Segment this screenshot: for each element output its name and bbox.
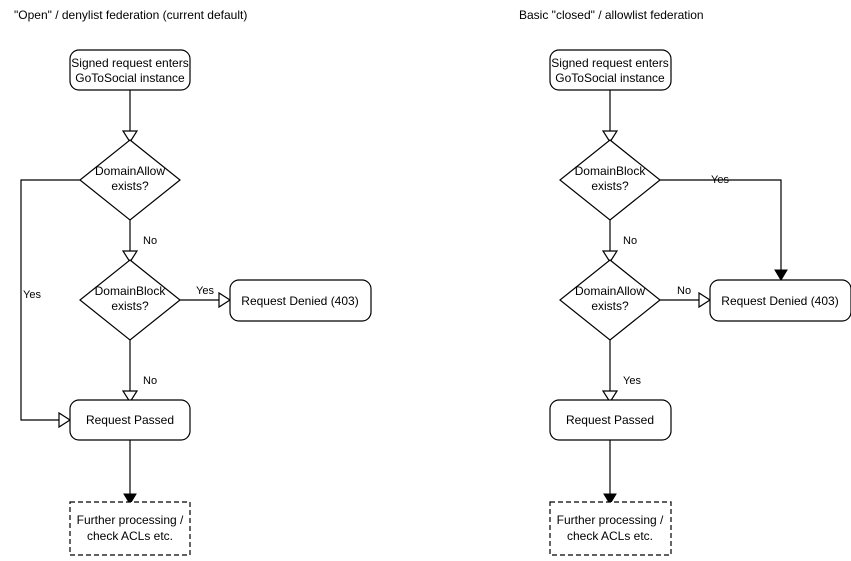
arrowhead-open-icon bbox=[121, 250, 139, 264]
edge-start-to-domainallow bbox=[121, 90, 139, 144]
node-decision-label-line1: DomainBlock bbox=[95, 284, 167, 298]
arrowhead-open-icon bbox=[218, 291, 232, 309]
node-further-processing-shape bbox=[69, 501, 191, 556]
node-decision-label-line1: DomainAllow bbox=[95, 164, 165, 178]
edge-domainblock-no: No bbox=[121, 340, 157, 404]
node-start-allowlist[interactable]: Signed request enters GoToSocial instanc… bbox=[549, 49, 672, 91]
diagram-title-allowlist: Basic "closed" / allowlist federation bbox=[519, 8, 704, 22]
node-request-passed-label: Request Passed bbox=[86, 413, 174, 427]
arrowhead-filled-icon bbox=[123, 493, 137, 505]
node-start-label-line1: Signed request enters bbox=[551, 56, 668, 70]
edge-passed-to-further-allowlist bbox=[603, 440, 617, 505]
edge-domainallow-no: No bbox=[121, 220, 157, 264]
node-request-denied-shape bbox=[229, 279, 372, 322]
edge-label-domainallow-yes: Yes bbox=[23, 289, 41, 301]
arrowhead-open-icon bbox=[121, 390, 139, 404]
node-request-passed-allowlist[interactable]: Request Passed bbox=[549, 399, 672, 441]
node-further-processing-label-line2: check ACLs etc. bbox=[567, 529, 653, 543]
arrowhead-open-icon bbox=[601, 390, 619, 404]
node-further-processing-label-line1: Further processing / bbox=[557, 513, 664, 527]
arrowhead-open-icon bbox=[121, 130, 139, 144]
diagram-denylist: "Open" / denylist federation (current de… bbox=[14, 8, 372, 556]
node-request-denied-denylist[interactable]: Request Denied (403) bbox=[229, 279, 372, 322]
node-decision-label-line1: DomainAllow bbox=[575, 284, 645, 298]
edge-label-domainblock-yes: Yes bbox=[711, 174, 729, 186]
node-decision-domainallow-denylist[interactable]: DomainAllow exists? bbox=[79, 139, 181, 221]
node-further-processing-denylist[interactable]: Further processing / check ACLs etc. bbox=[69, 501, 191, 556]
edge-label-domainallow-no: No bbox=[677, 285, 691, 297]
edge-domainblock-no-allowlist: No bbox=[601, 220, 637, 264]
edge-passed-to-further bbox=[123, 440, 137, 505]
node-decision-domainallow-allowlist[interactable]: DomainAllow exists? bbox=[559, 259, 661, 341]
edge-label-domainblock-no: No bbox=[623, 235, 637, 247]
node-start-denylist[interactable]: Signed request enters GoToSocial instanc… bbox=[69, 49, 191, 91]
node-start-label-line1: Signed request enters bbox=[71, 56, 188, 70]
node-request-denied-shape bbox=[709, 279, 851, 322]
node-start-label-line2: GoToSocial instance bbox=[555, 71, 665, 85]
diagram-allowlist: Basic "closed" / allowlist federation Si… bbox=[519, 8, 851, 556]
node-request-denied-label: Request Denied (403) bbox=[721, 294, 838, 308]
arrowhead-open-icon bbox=[601, 130, 619, 144]
node-further-processing-shape bbox=[549, 501, 672, 556]
edge-label-domainallow-yes: Yes bbox=[623, 375, 641, 387]
node-request-passed-denylist[interactable]: Request Passed bbox=[69, 399, 191, 441]
node-request-passed-label: Request Passed bbox=[566, 413, 654, 427]
node-further-processing-allowlist[interactable]: Further processing / check ACLs etc. bbox=[549, 501, 672, 556]
node-decision-label-line2: exists? bbox=[111, 299, 149, 313]
node-request-denied-allowlist[interactable]: Request Denied (403) bbox=[709, 279, 851, 322]
arrowhead-open-icon bbox=[698, 291, 712, 309]
arrowhead-filled-icon bbox=[603, 493, 617, 505]
node-start-label-line2: GoToSocial instance bbox=[75, 71, 185, 85]
edge-label-domainblock-yes: Yes bbox=[196, 285, 214, 297]
diagram-title-denylist: "Open" / denylist federation (current de… bbox=[14, 8, 247, 22]
edge-label-domainallow-no: No bbox=[143, 235, 157, 247]
arrowhead-open-icon bbox=[58, 411, 72, 429]
node-further-processing-label-line2: check ACLs etc. bbox=[87, 529, 173, 543]
edge-domainblock-yes: Yes bbox=[180, 285, 232, 309]
node-decision-label-line2: exists? bbox=[591, 299, 629, 313]
edge-domainallow-no-allowlist: No bbox=[660, 285, 712, 309]
node-decision-domainblock-denylist[interactable]: DomainBlock exists? bbox=[79, 259, 181, 341]
node-further-processing-label-line1: Further processing / bbox=[77, 513, 184, 527]
node-decision-label-line1: DomainBlock bbox=[575, 164, 647, 178]
node-decision-domainblock-allowlist[interactable]: DomainBlock exists? bbox=[559, 139, 661, 221]
node-decision-label-line2: exists? bbox=[591, 179, 629, 193]
edge-domainallow-yes-allowlist: Yes bbox=[601, 340, 641, 404]
edge-start-to-domainblock bbox=[601, 90, 619, 144]
node-request-denied-label: Request Denied (403) bbox=[241, 294, 358, 308]
node-decision-label-line2: exists? bbox=[111, 179, 149, 193]
edge-label-domainblock-no: No bbox=[143, 375, 157, 387]
edge-domainblock-yes-allowlist: Yes bbox=[660, 174, 788, 281]
arrowhead-open-icon bbox=[601, 250, 619, 264]
arrowhead-filled-icon bbox=[774, 269, 788, 281]
edge-domainallow-yes: Yes bbox=[20, 179, 80, 429]
